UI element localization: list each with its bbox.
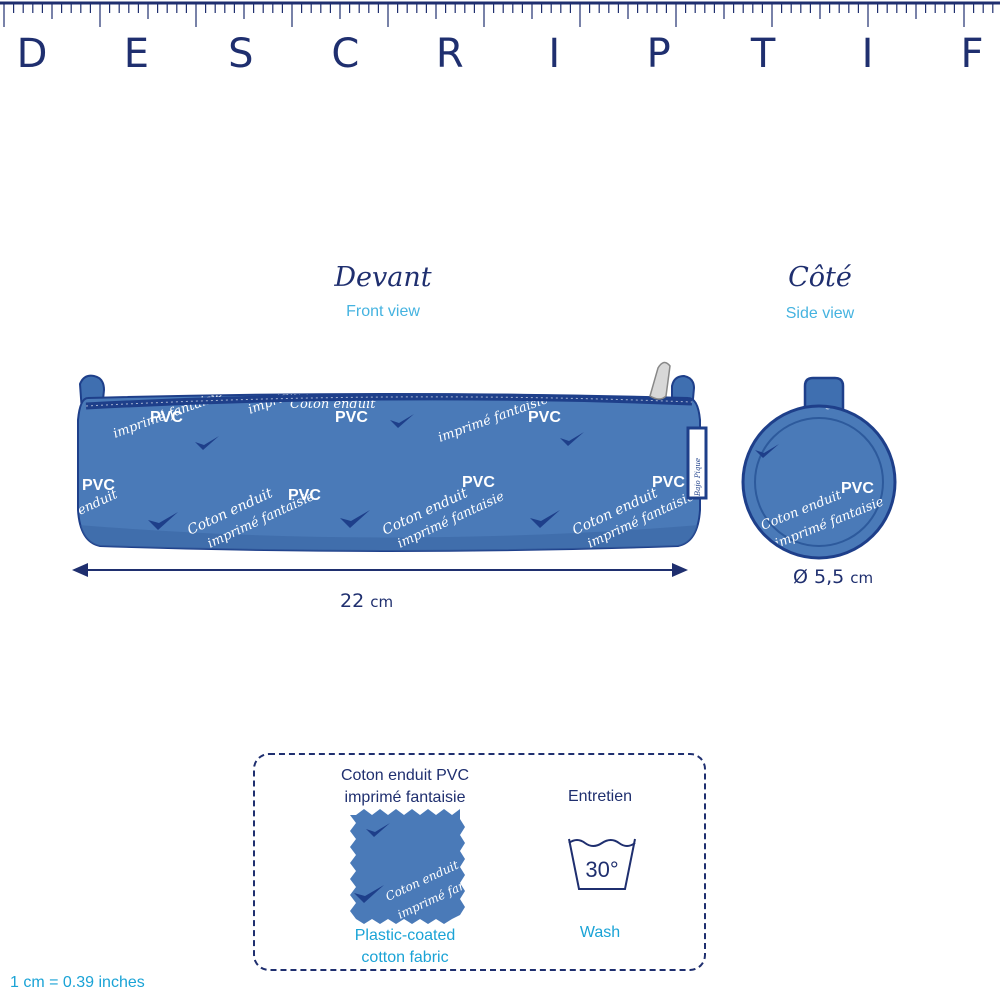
side-view-label: Côté [788, 262, 852, 293]
fabric-english-line1: Plastic-coated [354, 927, 456, 944]
materials-care-box: Coton enduit PVC imprimé fantaisie Coton… [253, 753, 706, 971]
fabric-english-line2: cotton fabric [361, 949, 449, 966]
ruler-header [0, 1, 1000, 27]
pencil-case-side-view: PVC Coton enduit imprimé fantaisie Côté [741, 376, 897, 560]
svg-text:PVC: PVC [150, 409, 183, 426]
svg-text:PVC: PVC [288, 487, 321, 504]
width-dimension-arrow [72, 563, 688, 577]
width-dimension-label: 22 cm [340, 590, 394, 612]
title-letter: D [16, 31, 48, 77]
title-letter: E [123, 31, 150, 77]
title-letter: R [435, 31, 464, 77]
side-view-sublabel: Side view [785, 305, 855, 322]
diameter-dimension-label: Ø 5,5 cm [793, 566, 874, 588]
care-english: Wash [579, 924, 621, 941]
front-view-label: Devant [334, 262, 432, 293]
svg-text:PVC: PVC [462, 474, 495, 491]
svg-text:30°: 30° [585, 857, 618, 882]
title-letter: C [331, 31, 360, 77]
title-letter: P [646, 31, 671, 77]
title-letter: S [228, 31, 254, 77]
title-letter: I [548, 31, 561, 77]
svg-text:PVC: PVC [335, 409, 368, 426]
front-view-sublabel: Front view [346, 303, 420, 320]
title-letter: T [750, 31, 776, 77]
fabric-title-line2: imprimé fantaisie [344, 789, 466, 806]
title-letter: I [861, 31, 874, 77]
svg-text:Bajo Pique: Bajo Pique [694, 458, 702, 497]
pencil-case-front-view: PVC imprimé fantaisie imprimé fantaisie … [77, 361, 708, 552]
unit-conversion: 1 cm = 0.39 inches [10, 974, 145, 991]
svg-text:PVC: PVC [652, 474, 685, 491]
wash-30-icon: 30° [568, 838, 636, 890]
svg-text:PVC: PVC [528, 409, 561, 426]
zipper-pull [649, 361, 671, 400]
title-letter: F [960, 31, 984, 77]
fabric-title-line1: Coton enduit PVC [340, 767, 470, 784]
fabric-swatch-icon: Coton enduit imprimé fantaisie [350, 809, 465, 924]
svg-text:PVC: PVC [82, 477, 115, 494]
brand-tag [686, 426, 708, 500]
svg-text:PVC: PVC [841, 480, 874, 497]
care-title: Entretien [567, 788, 633, 805]
